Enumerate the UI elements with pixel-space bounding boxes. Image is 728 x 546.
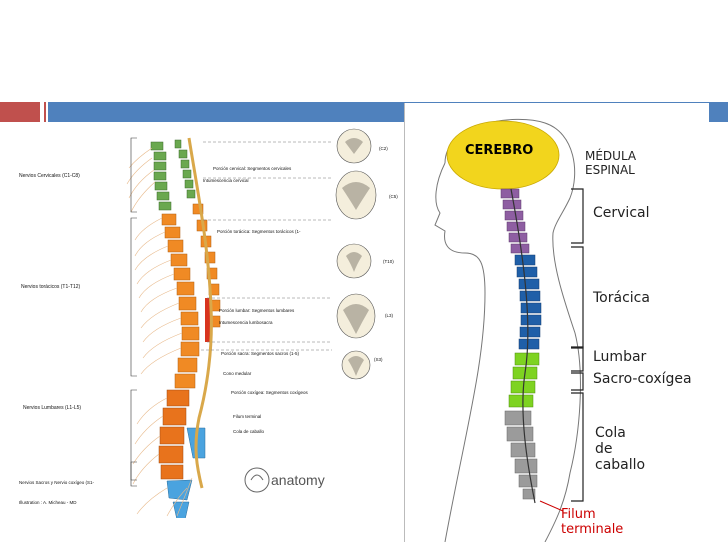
label-region-sacro: Sacro-coxígea xyxy=(593,371,692,387)
body-silhouette-illustration xyxy=(434,118,584,542)
anatomy-logo-text: anatomy xyxy=(271,472,325,488)
label-cola: Cola xyxy=(595,425,626,441)
label-cerebro: CEREBRO xyxy=(465,143,534,158)
label-region-lumbar: Lumbar xyxy=(593,349,647,365)
label-medula: MÉDULA xyxy=(585,149,637,163)
label-espinal: ESPINAL xyxy=(585,163,635,177)
label-caballo: caballo xyxy=(595,457,646,473)
anatomy-logo-mark xyxy=(244,467,270,493)
label-cervical-nerves: Nervios Cervicales (C1-C8) xyxy=(19,173,80,179)
label-lumbar-portion: Porción lumbar: Segmentos lumbares xyxy=(219,308,295,313)
label-section-s3: (S3) xyxy=(374,357,383,362)
illustration-credit: Illustration : A. Micheau - MD xyxy=(19,500,77,505)
label-sacral-nerves: Nervios Sacros y Nervio coxígeo (S1- xyxy=(19,480,95,485)
label-thoracic-nerves: Nervios torácicos (T1-T12) xyxy=(21,284,81,290)
label-region-cervical: Cervical xyxy=(593,205,650,221)
cross-section-t10 xyxy=(336,243,372,279)
label-cauda-equina: Cola de caballo xyxy=(233,429,265,434)
label-lumbosacral-enlargement: Intumescencia lumbosacra xyxy=(219,320,273,325)
label-section-c2: (C2) xyxy=(379,146,388,151)
label-conus-medullaris: Cono medular xyxy=(223,371,252,376)
label-section-c5: (C5) xyxy=(389,194,398,199)
cross-section-c5 xyxy=(335,170,377,220)
label-filum-terminale: Filum terminal xyxy=(233,414,262,419)
label-de: de xyxy=(595,441,613,457)
label-cervical-enlargement: Intumescencia cervical xyxy=(203,178,249,183)
filum-arrow xyxy=(539,500,564,512)
spinal-nerves-diagram: Nervios Cervicales (C1-C8) Nervios torác… xyxy=(17,128,412,518)
cross-section-s3 xyxy=(341,350,371,380)
label-lumbar-nerves: Nervios Lumbares (L1-L5) xyxy=(23,405,82,411)
accent-square-left xyxy=(0,102,40,122)
label-section-l3: (L3) xyxy=(385,313,394,318)
label-terminale: terminale xyxy=(561,522,624,537)
cross-section-l3 xyxy=(336,293,376,339)
label-coccygeal-portion: Porción coxígea: Segmentos coxígeos xyxy=(231,390,308,395)
label-filum: Filum xyxy=(561,507,596,522)
cross-section-c2 xyxy=(336,128,372,164)
spinal-column-illustration xyxy=(126,128,377,518)
label-sacral-portion: Porción sacra: Segmentos sacros (1-5) xyxy=(221,351,300,356)
spinal-cord-regions-diagram: CEREBRO MÉDULA ESPINAL Cervical Torácica… xyxy=(404,103,709,542)
label-cervical-portion: Porción cervical: Segmentos cervicales xyxy=(213,166,292,171)
label-region-toracica: Torácica xyxy=(593,290,650,306)
label-thoracic-portion: Porción torácica: Segmentos torácicos (1… xyxy=(217,229,301,234)
label-section-t10: (T10) xyxy=(383,259,394,264)
accent-square-small xyxy=(44,102,46,122)
lumbar-cord-segment xyxy=(205,298,211,342)
